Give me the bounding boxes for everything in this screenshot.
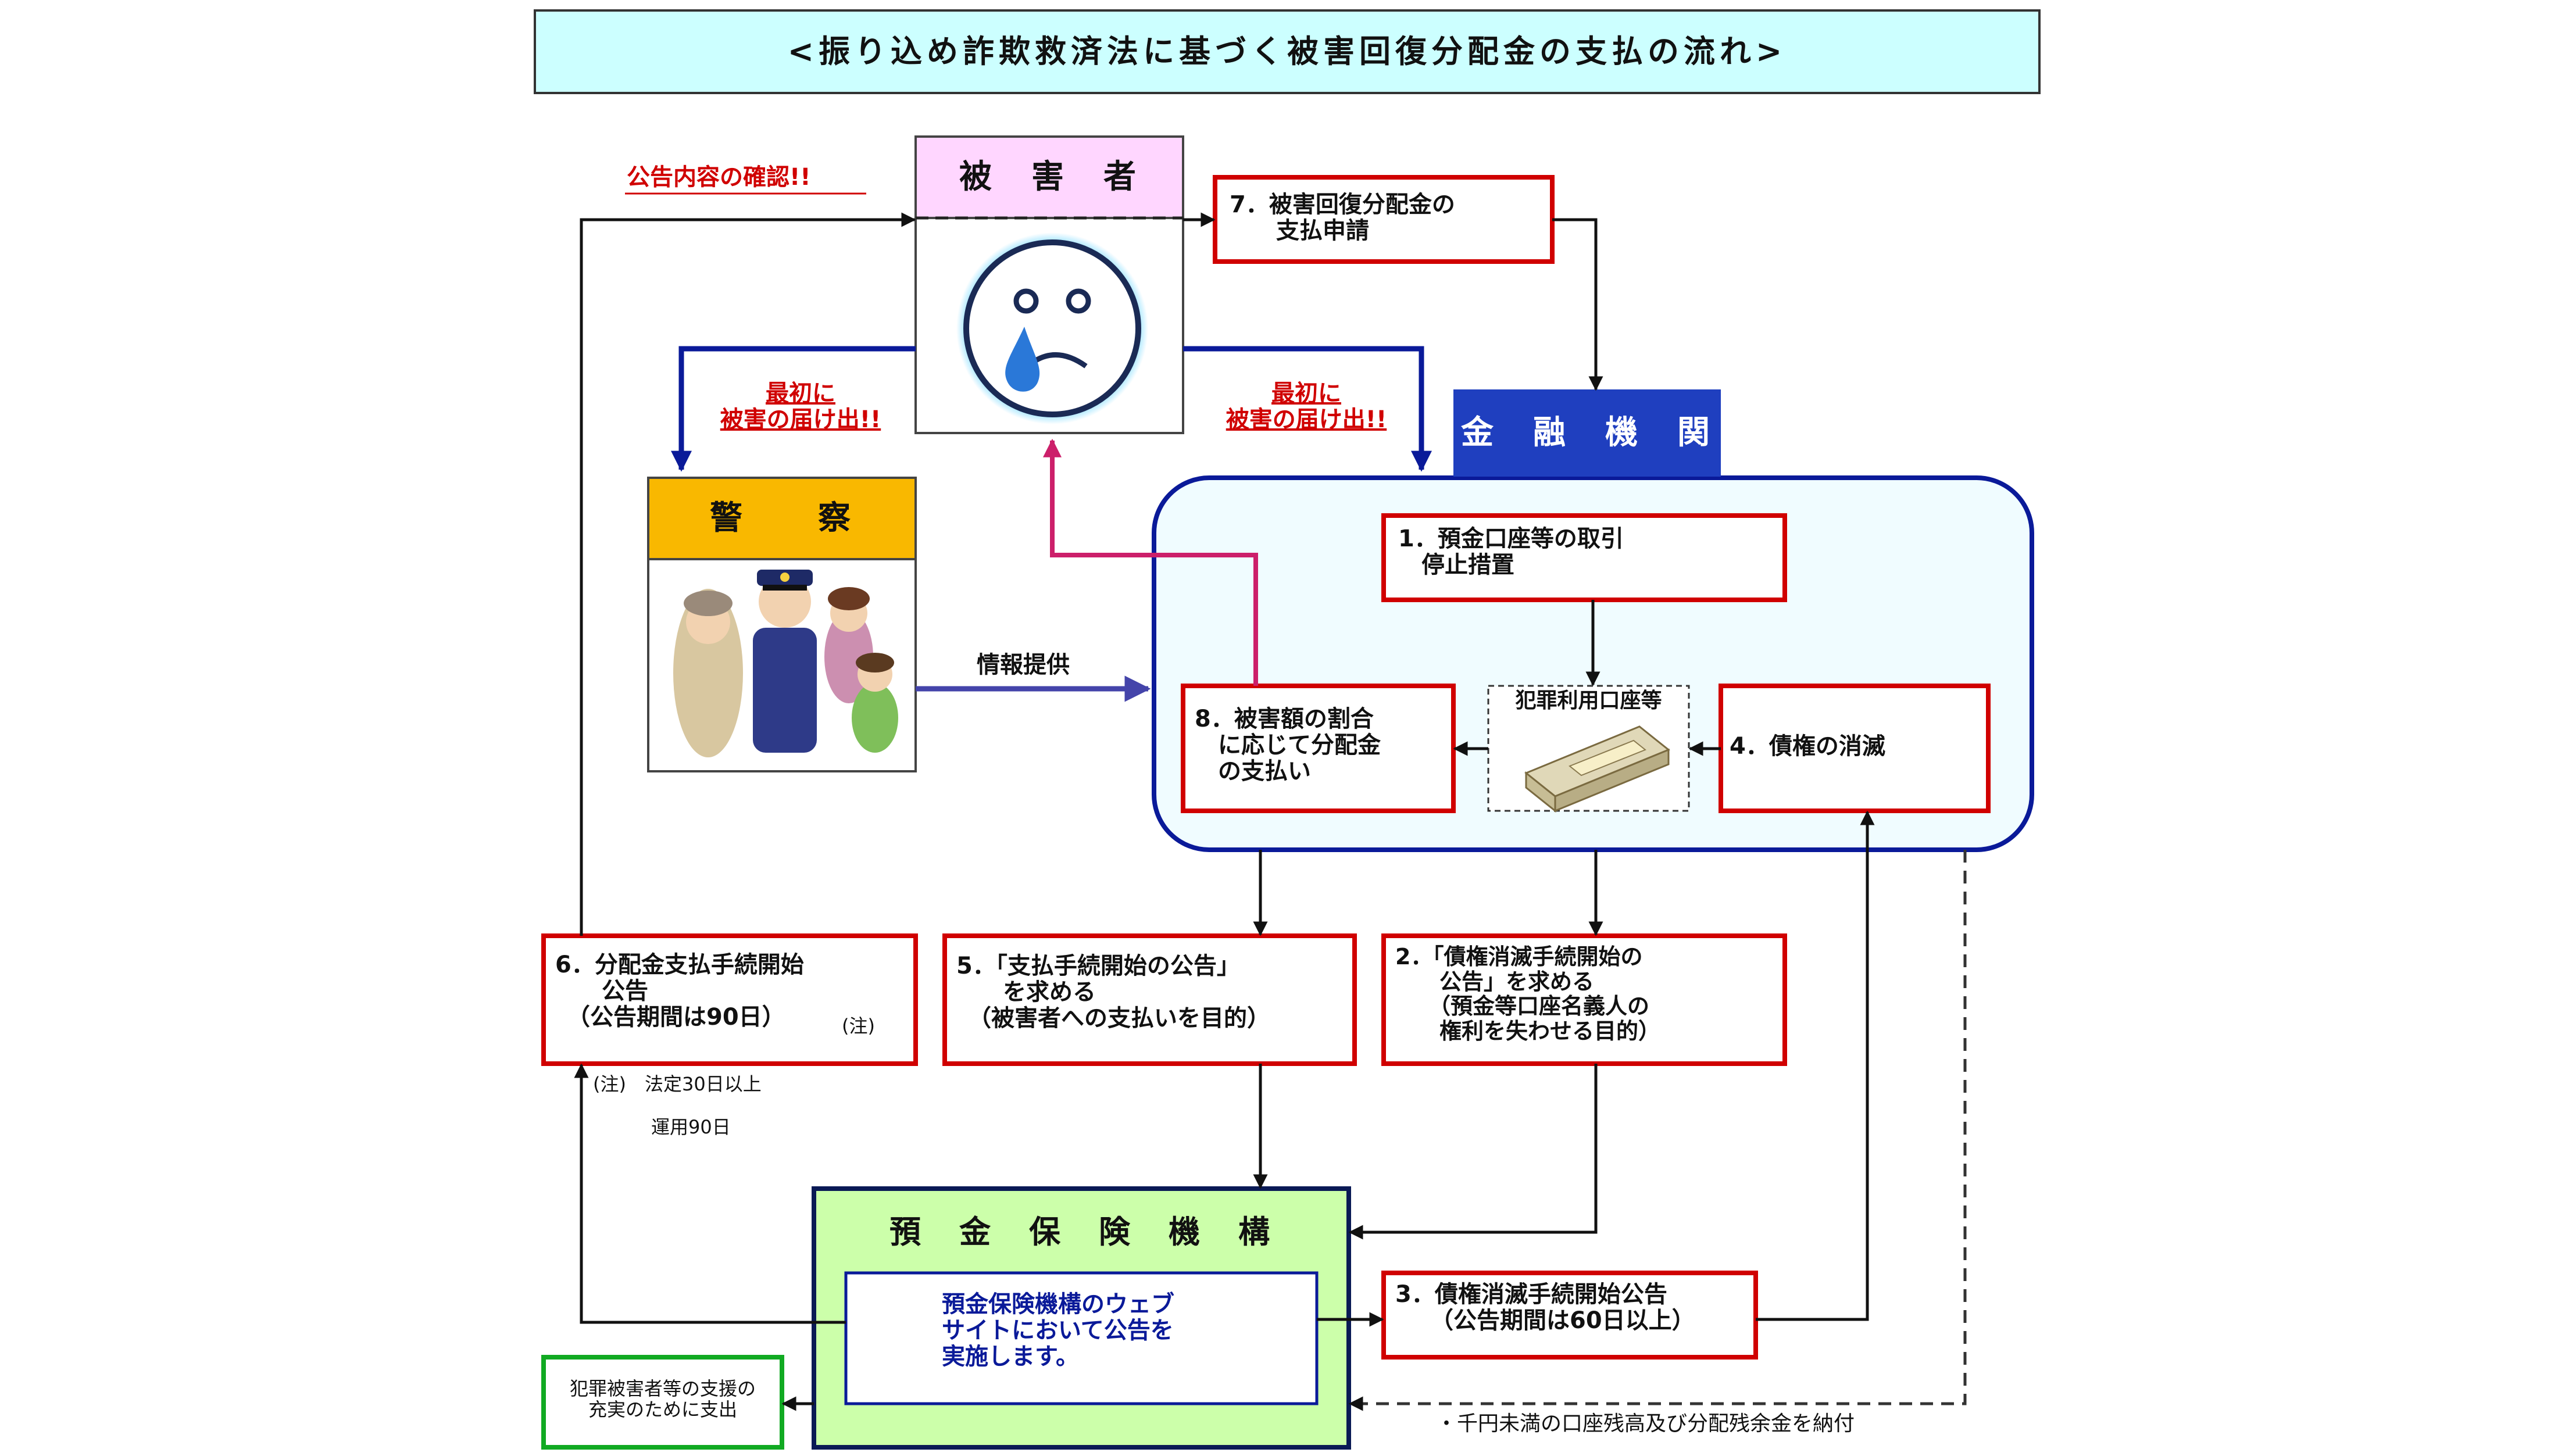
- step-6-text: 6．分配金支払手続開始 公告 （公告期間は90日）: [555, 951, 804, 1031]
- step-7-text: 7．被害回復分配金の 支払申請: [1230, 191, 1455, 244]
- police-and-family-icon: [673, 570, 898, 757]
- title-banner: [534, 9, 2041, 94]
- arrow-victim-to-police: [671, 346, 916, 472]
- step-6-box: [541, 933, 918, 1066]
- remainder-text: ・千円未満の口座残高及び分配残余金を納付: [1436, 1412, 1855, 1436]
- arrow-step8-to-victim: [1043, 438, 1258, 686]
- report-right-label: 最初に 被害の届け出!!: [1226, 380, 1387, 433]
- arrow-step3-to-step4: [1756, 810, 1875, 1321]
- step-5-text: 5．「支払手続開始の公告」 を求める （被害者への支払いを目的）: [956, 953, 1270, 1032]
- support-box: [541, 1355, 784, 1450]
- step-6-note-mark: (注): [842, 1015, 875, 1037]
- arrow-step2-to-dic: [1348, 1064, 1598, 1240]
- page-title: <振り込め詐欺救済法に基づく被害回復分配金の支払の流れ>: [787, 33, 1787, 70]
- arrow-step7-to-bank: [1552, 218, 1603, 391]
- arrow-bank-remainder-to-dic: [1348, 850, 1967, 1411]
- dic-inner-box: [844, 1271, 1319, 1405]
- report-left-label: 最初に 被害の届け出!!: [720, 380, 881, 433]
- step-3-box: [1381, 1271, 1758, 1360]
- note-2: 運用90日: [651, 1116, 731, 1138]
- step-2-text: 2．「債権消滅手続開始の 公告」を求める （預金等口座名義人の 権利を失わせる目…: [1395, 944, 1661, 1044]
- step-8-box: [1181, 684, 1456, 813]
- money-bundle-icon: [1524, 725, 1670, 813]
- arrow-step6-to-victim: [580, 212, 916, 936]
- crying-face-icon: [956, 232, 1148, 424]
- step-8-text: 8．被害額の割合 に応じて分配金 の支払い: [1195, 706, 1381, 785]
- arrow-victim-to-bank: [1183, 346, 1432, 472]
- step-1-text: 1．預金口座等の取引 停止措置: [1398, 525, 1624, 578]
- step-5-box: [942, 933, 1357, 1066]
- bank-header: [1453, 389, 1721, 477]
- step-3-text: 3．債権消滅手続開始公告 （公告期間は60日以上）: [1395, 1281, 1695, 1334]
- dic-label: 預 金 保 険 機 構: [889, 1213, 1273, 1250]
- step-1-box: [1381, 513, 1787, 602]
- account-label: 犯罪利用口座等: [1515, 689, 1662, 713]
- bank-label: 金 融 機 関: [1461, 413, 1713, 452]
- support-text: 犯罪被害者等の支援の 充実のために支出: [569, 1378, 756, 1421]
- step-4-text: 4．債権の消滅: [1730, 733, 1885, 760]
- step-7-box: [1213, 175, 1555, 264]
- info-label: 情報提供: [977, 652, 1070, 678]
- confirm-label: 公告内容の確認!!: [627, 164, 811, 191]
- police-label: 警 察: [710, 499, 854, 537]
- arrow-dic-to-step6: [574, 1063, 846, 1324]
- note-1: (注) 法定30日以上: [593, 1073, 762, 1095]
- step-2-box: [1381, 933, 1787, 1066]
- victim-label: 被 害 者: [959, 158, 1139, 196]
- dic-inner-text: 預金保険機構のウェブ サイトにおいて公告を 実施します。: [942, 1291, 1174, 1370]
